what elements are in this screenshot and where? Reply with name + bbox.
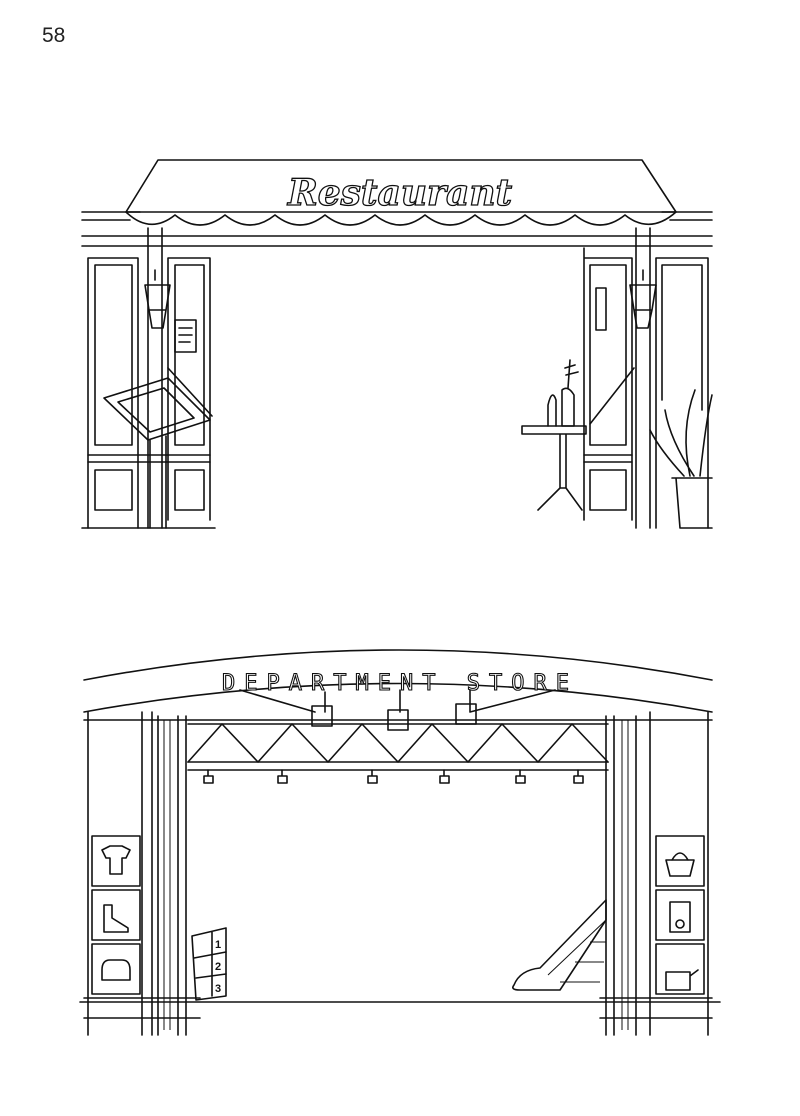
department-store-scene: DEPARTMENT STORE 1 2 3 — [79, 649, 721, 1036]
floor-number: 2 — [215, 961, 221, 973]
menu-stand — [103, 367, 213, 529]
handbag-icon — [665, 852, 695, 877]
boot-icon — [103, 904, 129, 933]
floor-number: 1 — [215, 939, 221, 951]
page-number: 58 — [42, 24, 66, 47]
restaurant-awning: Restaurant — [125, 159, 677, 226]
restaurant-sign: Restaurant — [287, 172, 513, 214]
escalator — [512, 899, 607, 991]
sofa-icon — [101, 959, 131, 981]
speaker-icon — [669, 901, 691, 933]
floor-directory: 1 2 3 — [191, 927, 227, 1001]
department-store-sign: DEPARTMENT STORE — [222, 671, 578, 696]
department-store-arch: DEPARTMENT STORE — [83, 649, 713, 721]
restaurant-scene: Restaurant — [81, 159, 713, 529]
floor-number: 3 — [215, 983, 221, 995]
tshirt-icon — [101, 845, 131, 875]
track-lights — [203, 769, 584, 784]
potted-plant — [649, 389, 713, 529]
cafe-table — [521, 359, 587, 511]
kettle-icon — [665, 969, 699, 991]
